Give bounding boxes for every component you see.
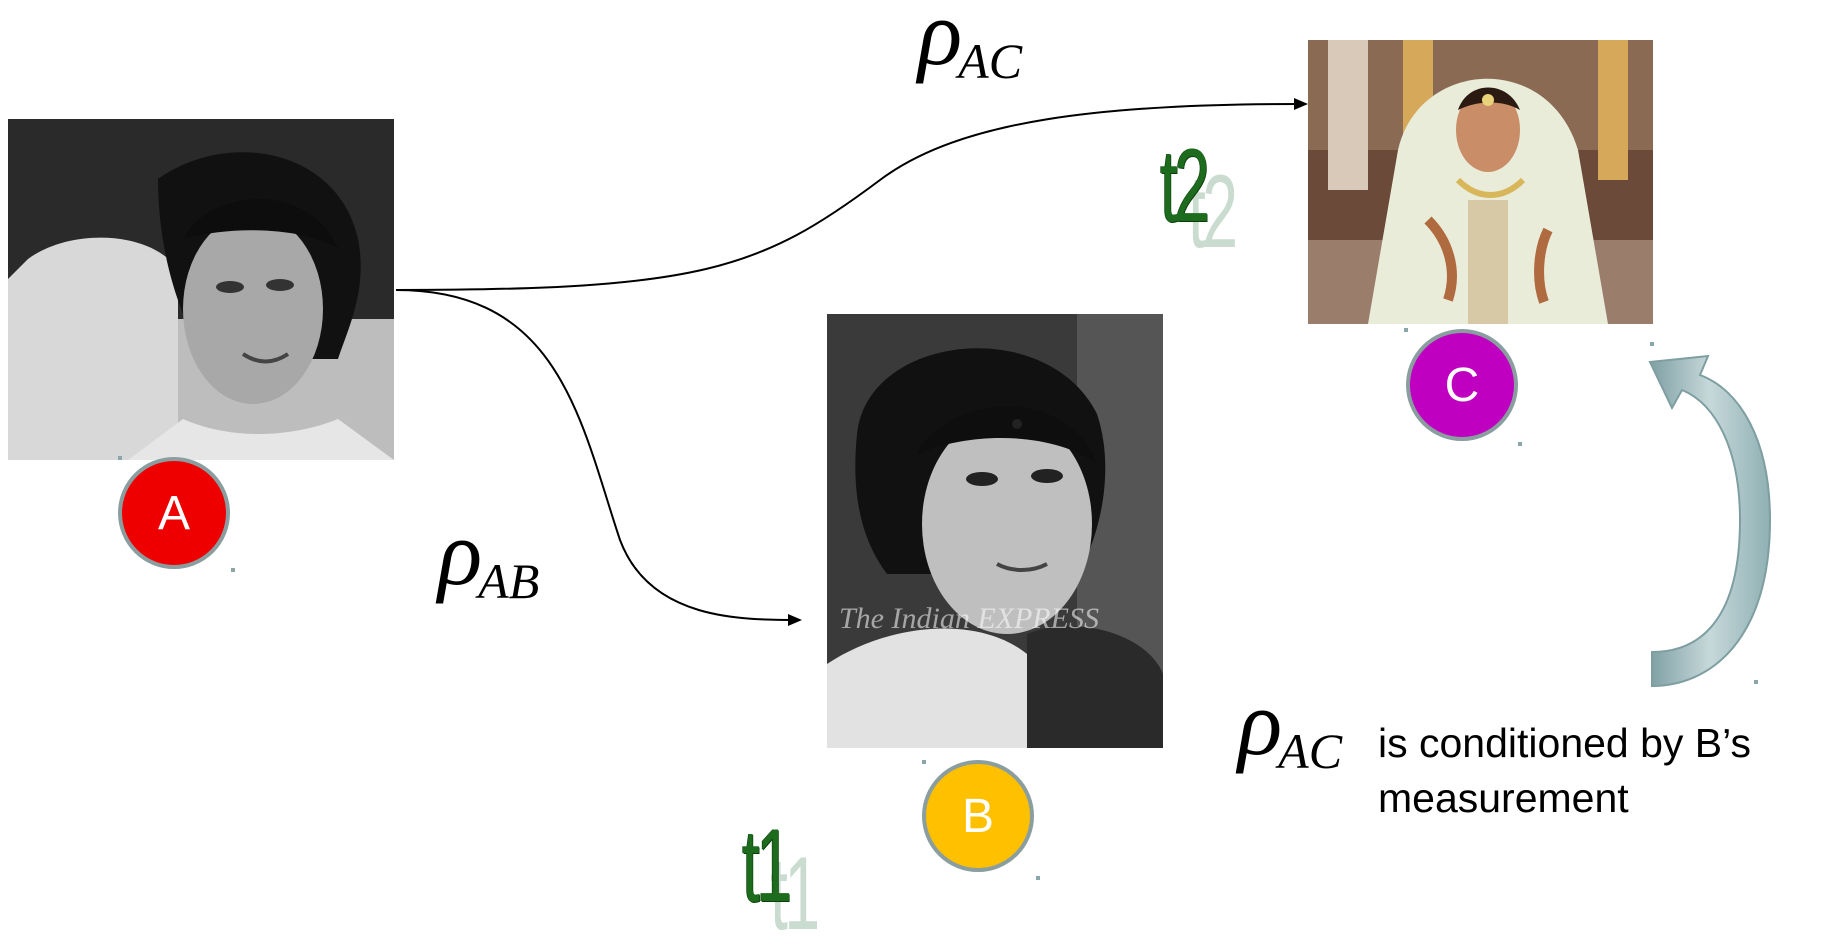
- note-symbol-subscript: AC: [1278, 723, 1343, 779]
- edge-label-ac-subscript: AC: [958, 33, 1023, 89]
- handle-dot: [1518, 442, 1522, 446]
- note-line-2: measurement: [1378, 775, 1629, 821]
- note-symbol: ρAC: [1238, 670, 1346, 779]
- time-label-t2: t2: [1160, 128, 1210, 244]
- edge-label-ac-symbol: ρ: [918, 0, 963, 84]
- photo-person-c: [1308, 40, 1653, 324]
- time-label-t1: t1: [742, 808, 792, 924]
- photo-person-b: The Indian EXPRESS: [827, 314, 1163, 748]
- edge-a-to-b: [395, 289, 802, 626]
- handle-dot: [1650, 342, 1654, 346]
- edge-label-ab-symbol: ρ: [438, 502, 483, 604]
- note-text: is conditioned by B’s measurement: [1378, 716, 1751, 826]
- handle-dot: [1754, 680, 1758, 684]
- handle-dot: [922, 760, 926, 764]
- handle-dot: [1036, 876, 1040, 880]
- edge-label-ac: ρAC: [918, 0, 1026, 89]
- time-label-t2-shadow: t2: [1188, 154, 1238, 270]
- node-badge-b: B: [922, 760, 1034, 872]
- handle-dot: [1404, 328, 1408, 332]
- time-label-t1-shadow: t1: [770, 836, 820, 952]
- edge-label-ab-subscript: AB: [478, 553, 540, 609]
- note-symbol-rho: ρ: [1238, 672, 1283, 774]
- photo-person-a: [8, 119, 394, 460]
- note-line-1: is conditioned by B’s: [1378, 720, 1752, 766]
- handle-dot: [118, 456, 122, 460]
- node-badge-a: A: [118, 457, 230, 569]
- photo-b-watermark: The Indian EXPRESS: [839, 602, 1099, 635]
- node-badge-c: C: [1406, 329, 1518, 441]
- feedback-arrow: [1648, 354, 1772, 688]
- edge-label-ab: ρAB: [438, 500, 543, 609]
- edge-a-to-c: [395, 98, 1308, 291]
- handle-dot: [231, 568, 235, 572]
